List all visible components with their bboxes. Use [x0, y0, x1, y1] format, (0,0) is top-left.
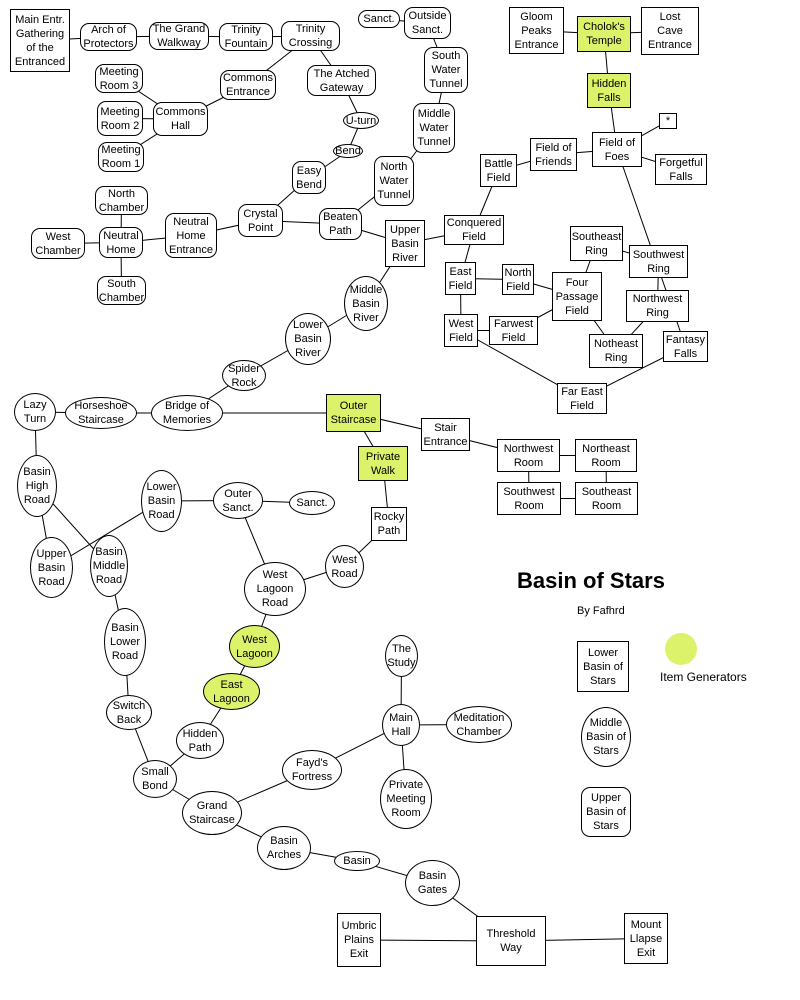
- room-node: Basin Lower Road: [104, 608, 146, 676]
- legend-upper-basin: Upper Basin of Stars: [581, 787, 631, 837]
- room-node: South Water Tunnel: [424, 47, 468, 93]
- room-node: Sanct.: [358, 10, 400, 28]
- room-node: Switch Back: [106, 695, 152, 730]
- room-node: Umbric Plains Exit: [337, 913, 381, 967]
- room-node: Outside Sanct.: [404, 7, 451, 39]
- room-node: Basin Middle Road: [90, 535, 128, 597]
- room-node: Horseshoe Staircase: [65, 397, 137, 429]
- room-node: Meeting Room 1: [98, 142, 144, 172]
- room-node: Four Passage Field: [552, 272, 602, 321]
- room-node: North Field: [502, 264, 534, 295]
- room-node: Meeting Room 3: [95, 64, 143, 93]
- room-node: Basin Gates: [405, 860, 460, 906]
- room-node: Southeast Room: [575, 482, 638, 515]
- room-node: Cholok's Temple: [577, 16, 631, 52]
- room-node: North Chamber: [95, 186, 148, 215]
- author-byline: By Fafhrd: [577, 605, 625, 617]
- room-node: Lower Basin River: [285, 313, 331, 365]
- room-node: Mount Llapse Exit: [624, 913, 668, 964]
- room-node: East Field: [445, 262, 476, 295]
- room-node: Hidden Path: [176, 722, 224, 759]
- room-node: Spider Rock: [222, 360, 266, 391]
- room-node: *: [659, 113, 677, 129]
- room-node: Basin High Road: [17, 455, 57, 517]
- room-node: The Study: [385, 635, 418, 677]
- room-node: Southeast Ring: [570, 226, 623, 261]
- room-node: Fayd's Fortress: [282, 750, 342, 790]
- room-node: Far East Field: [557, 383, 607, 414]
- map-title: Basin of Stars: [517, 568, 665, 593]
- room-node: Northeast Room: [575, 439, 637, 472]
- room-node: Basin: [334, 851, 380, 871]
- room-node: Northwest Room: [497, 439, 560, 472]
- room-node: Main Entr. Gathering of the Entranced: [10, 9, 70, 72]
- room-node: East Lagoon: [203, 673, 260, 710]
- room-node: Lower Basin Road: [141, 470, 182, 532]
- room-node: Conquered Field: [444, 215, 504, 245]
- room-node: West Chamber: [31, 228, 85, 259]
- item-generator-swatch-icon: [665, 633, 697, 665]
- room-node: Bend: [333, 144, 363, 158]
- room-node: Gloom Peaks Entrance: [509, 7, 564, 54]
- room-node: Trinity Fountain: [219, 23, 273, 51]
- room-node: Farwest Field: [489, 316, 538, 345]
- room-node: Upper Basin Road: [30, 537, 73, 598]
- room-node: Small Bond: [133, 760, 177, 798]
- room-node: Bridge of Memories: [151, 395, 223, 431]
- room-node: Forgetful Falls: [655, 154, 707, 185]
- room-node: West Lagoon Road: [244, 562, 306, 616]
- room-node: Trinity Crossing: [281, 21, 340, 51]
- room-node: Sanct.: [289, 491, 335, 515]
- room-node: North Water Tunnel: [374, 156, 414, 206]
- room-node: Threshold Way: [476, 916, 546, 966]
- room-node: Southwest Room: [497, 482, 561, 515]
- room-node: Neutral Home Entrance: [165, 213, 217, 258]
- room-node: Outer Staircase: [326, 394, 381, 432]
- room-node: Private Meeting Room: [380, 769, 432, 829]
- room-node: Outer Sanct.: [213, 482, 263, 519]
- room-node: Northwest Ring: [626, 290, 689, 322]
- room-node: Basin Arches: [257, 826, 311, 870]
- room-node: U-turn: [343, 112, 379, 129]
- room-node: Grand Staircase: [182, 791, 242, 835]
- room-node: Beaten Path: [319, 208, 362, 240]
- room-node: Notheast Ring: [589, 334, 643, 368]
- room-node: Southwest Ring: [629, 245, 688, 278]
- room-node: Crystal Point: [238, 204, 283, 237]
- room-node: Rocky Path: [371, 507, 407, 541]
- room-node: West Lagoon: [229, 625, 280, 668]
- legend-item-generators: Item Generators: [660, 670, 747, 684]
- room-node: Lazy Turn: [14, 393, 56, 431]
- legend-lower-basin: Lower Basin of Stars: [577, 641, 629, 692]
- room-node: Battle Field: [480, 154, 517, 187]
- room-node: Field of Foes: [592, 132, 642, 167]
- room-node: Lost Cave Entrance: [641, 7, 699, 55]
- room-node: Fantasy Falls: [663, 331, 708, 362]
- room-node: South Chamber: [97, 276, 146, 305]
- room-node: Private Walk: [358, 446, 408, 481]
- room-node: Field of Friends: [530, 138, 577, 171]
- room-node: Middle Basin River: [344, 276, 388, 331]
- room-node: Neutral Home: [99, 227, 143, 258]
- room-node: The Grand Walkway: [149, 22, 209, 50]
- room-node: Stair Entrance: [421, 418, 470, 451]
- legend-middle-basin: Middle Basin of Stars: [581, 707, 631, 767]
- room-node: Main Hall: [382, 704, 420, 746]
- room-node: Middle Water Tunnel: [413, 103, 455, 153]
- room-node: West Road: [325, 545, 364, 588]
- room-node: Upper Basin River: [385, 220, 425, 267]
- room-node: Commons Entrance: [220, 70, 276, 100]
- room-node: Meeting Room 2: [97, 101, 143, 136]
- room-node: Easy Bend: [292, 161, 326, 194]
- room-node: Commons Hall: [153, 102, 208, 136]
- room-node: Meditation Chamber: [446, 706, 512, 743]
- room-node: Arch of Protectors: [80, 23, 137, 51]
- room-node: West Field: [444, 314, 478, 347]
- room-node: Hidden Falls: [587, 73, 631, 108]
- room-node: The Atched Gateway: [307, 65, 376, 96]
